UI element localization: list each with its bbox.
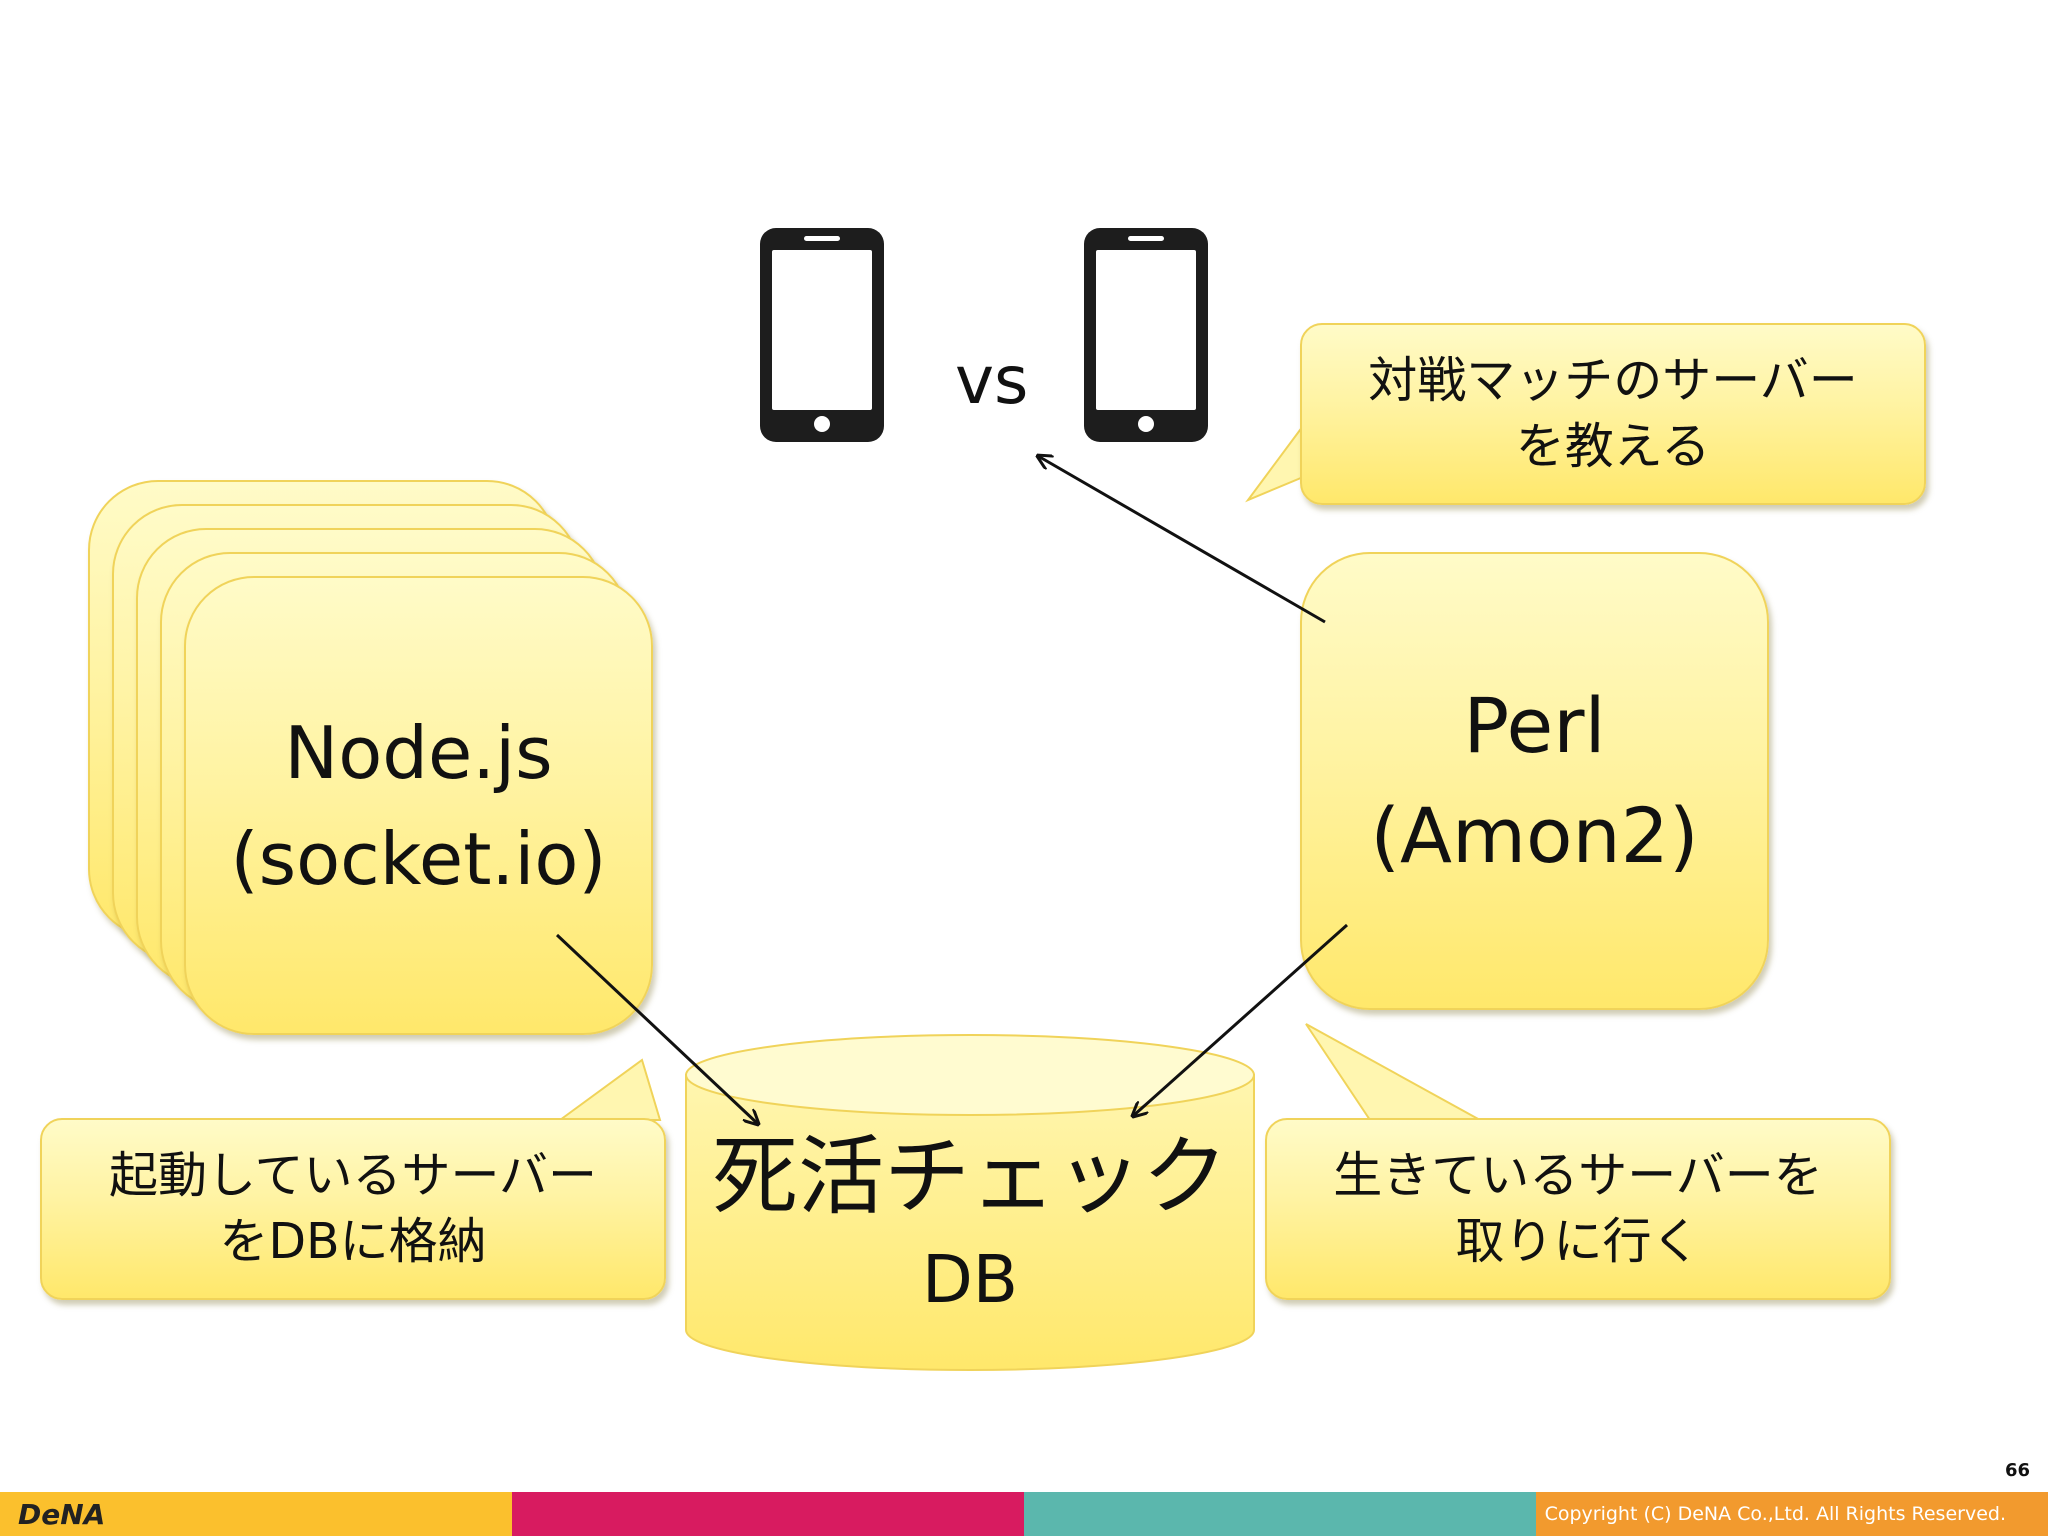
callout-match-server: 対戦マッチのサーバー を教える — [1300, 323, 1926, 505]
copyright-text: Copyright (C) DeNA Co.,Ltd. All Rights R… — [1544, 1503, 2006, 1525]
page-number: 66 — [2004, 1460, 2030, 1481]
callout-left-line2: をDBに格納 — [219, 1213, 487, 1270]
footer-bar-yellow — [0, 1492, 512, 1536]
db-label-line2: DB — [921, 1241, 1019, 1318]
callout-fetch-alive-servers: 生きているサーバーを 取りに行く — [1265, 1118, 1891, 1300]
phone-speaker — [1128, 236, 1164, 241]
perl-server-box: Perl (Amon2) — [1300, 552, 1769, 1010]
db-cylinder-body — [685, 1074, 1255, 1371]
perl-box-line1: Perl — [1463, 681, 1606, 770]
callout-top-line2: を教える — [1515, 418, 1711, 475]
phone-screen — [772, 250, 872, 410]
callout-right-line2: 取りに行く — [1455, 1213, 1701, 1270]
callout-top-line1: 対戦マッチのサーバー — [1368, 352, 1858, 409]
db-label-line1: 死活チェック — [712, 1127, 1228, 1227]
phone-home-button — [1138, 416, 1154, 432]
node-server-box: Node.js (socket.io) — [184, 576, 653, 1035]
db-cylinder-top — [685, 1034, 1255, 1116]
perl-box-line2: (Amon2) — [1370, 791, 1699, 880]
smartphone-icon — [1084, 228, 1208, 442]
smartphone-icon — [760, 228, 884, 442]
node-box-line2: (socket.io) — [230, 816, 607, 901]
callout-register-server: 起動しているサーバー をDBに格納 — [40, 1118, 666, 1300]
arrow-node-to-db — [555, 933, 758, 1124]
footer-bar-orange — [1536, 1492, 2048, 1536]
vs-label: vs — [955, 342, 1029, 419]
dena-logo: DeNA — [18, 1498, 106, 1531]
callout-right-line1: 生きているサーバーを — [1333, 1147, 1823, 1204]
footer-bar-magenta — [512, 1492, 1024, 1536]
node-box-line1: Node.js — [284, 710, 553, 795]
phone-speaker — [804, 236, 840, 241]
phone-home-button — [814, 416, 830, 432]
callout-left-line1: 起動しているサーバー — [108, 1147, 598, 1204]
arrow-perl-to-db — [1133, 923, 1348, 1116]
db-label: 死活チェック DB — [686, 1115, 1254, 1335]
arrow-perl-to-phones — [1038, 456, 1326, 624]
footer-bar-teal — [1024, 1492, 1536, 1536]
phone-screen — [1096, 250, 1196, 410]
